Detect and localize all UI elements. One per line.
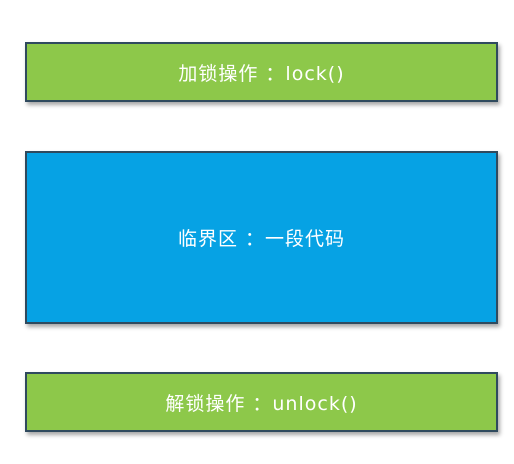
lock-operation-label: 加锁操作 ：lock() bbox=[178, 62, 345, 85]
unlock-operation-label: 解锁操作 ：unlock() bbox=[165, 392, 358, 415]
unlock-operation-block: 解锁操作 ：unlock() bbox=[25, 372, 498, 432]
critical-section-label: 临界区 ：一段代码 bbox=[177, 228, 346, 250]
lock-operation-block: 加锁操作 ：lock() bbox=[25, 42, 498, 102]
critical-section-block: 临界区 ：一段代码 bbox=[25, 151, 498, 324]
